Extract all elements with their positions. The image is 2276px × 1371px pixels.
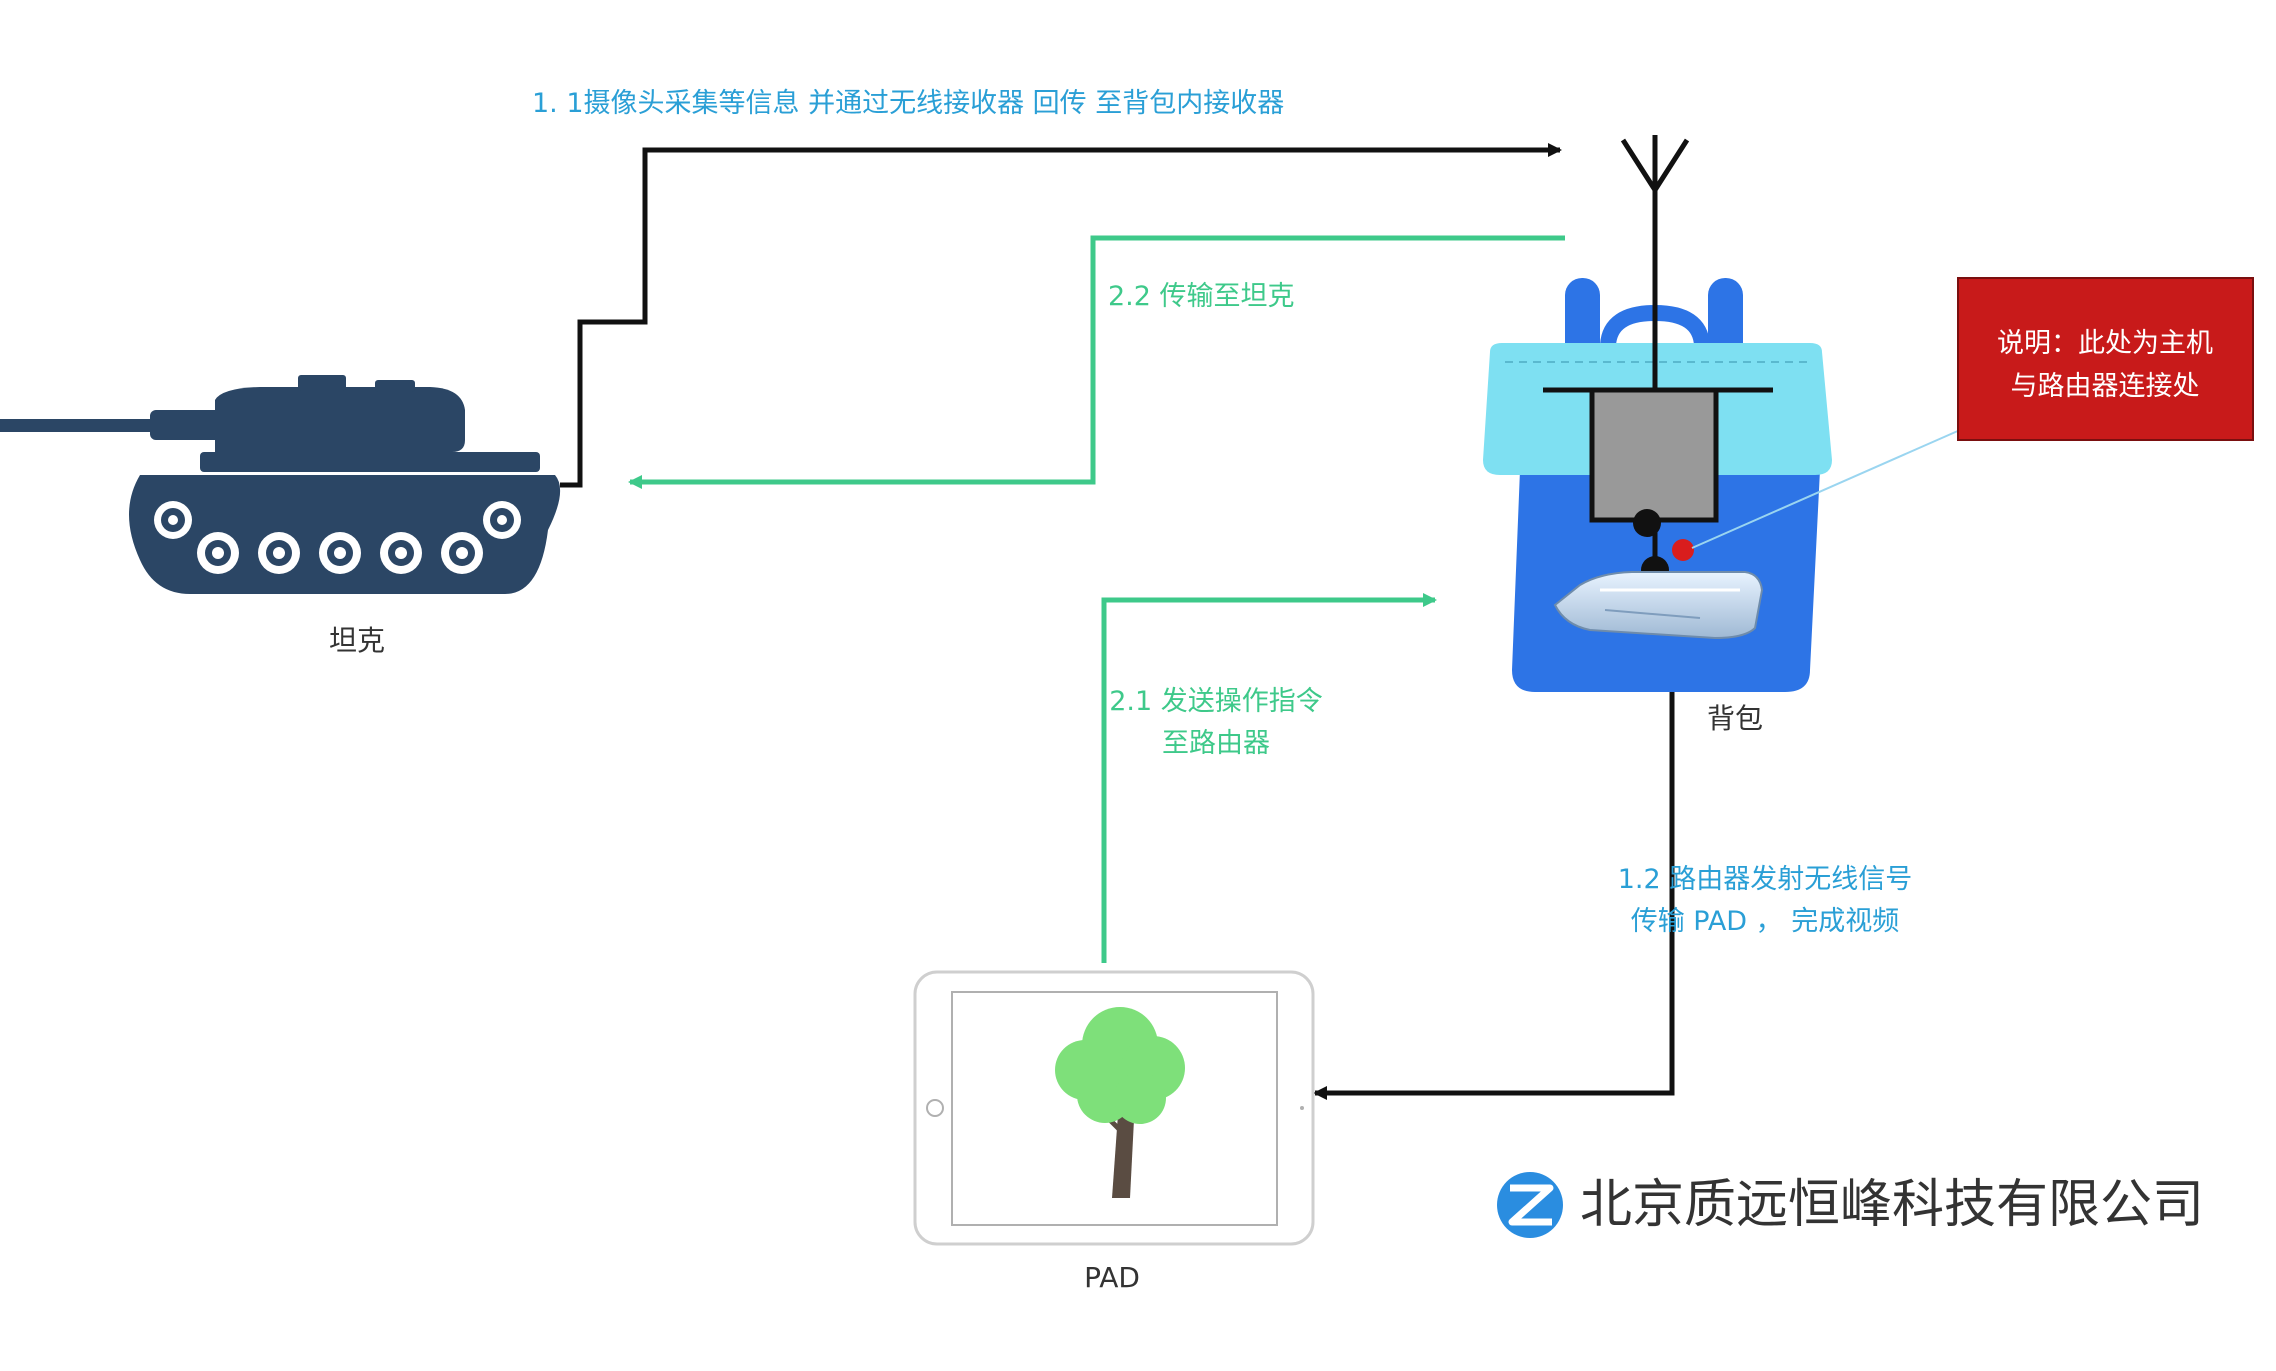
label-step-2-1-line1: 2.1 发送操作指令 xyxy=(1109,686,1323,717)
label-step-1-1: 1. 1摄像头采集等信息 并通过无线接收器 回传 至背包内接收器 xyxy=(532,88,1284,119)
company-logo-icon xyxy=(1497,1172,1563,1238)
pad-icon xyxy=(913,970,1315,1246)
note-text-line1: 说明：此处为主机 xyxy=(1997,328,2213,359)
label-step-1-2-line1: 1.2 路由器发射无线信号 xyxy=(1618,864,1913,895)
arrow-2-2 xyxy=(628,235,1565,489)
label-step-2-1-line2: 至路由器 xyxy=(1162,728,1270,759)
backpack-icon xyxy=(1483,135,1832,692)
note-text-line2: 与路由器连接处 xyxy=(2011,371,2200,402)
note-pointer-line xyxy=(1691,429,1961,549)
node-label-backpack: 背包 xyxy=(1707,702,1763,735)
watermark-company-name: 北京质远恒峰科技有限公司 xyxy=(1580,1175,2204,1235)
label-step-2-2: 2.2 传输至坦克 xyxy=(1108,281,1295,312)
node-label-tank: 坦克 xyxy=(329,624,385,657)
arrow-1-1 xyxy=(560,143,1562,488)
node-label-pad: PAD xyxy=(1084,1261,1140,1294)
tank-icon xyxy=(0,375,561,594)
label-step-1-2-line2: 传输 PAD ， 完成视频 xyxy=(1631,906,1900,937)
note-box xyxy=(1957,277,2254,441)
arrow-2-1 xyxy=(1101,593,1437,963)
arrow-1-2 xyxy=(1313,628,1675,1100)
